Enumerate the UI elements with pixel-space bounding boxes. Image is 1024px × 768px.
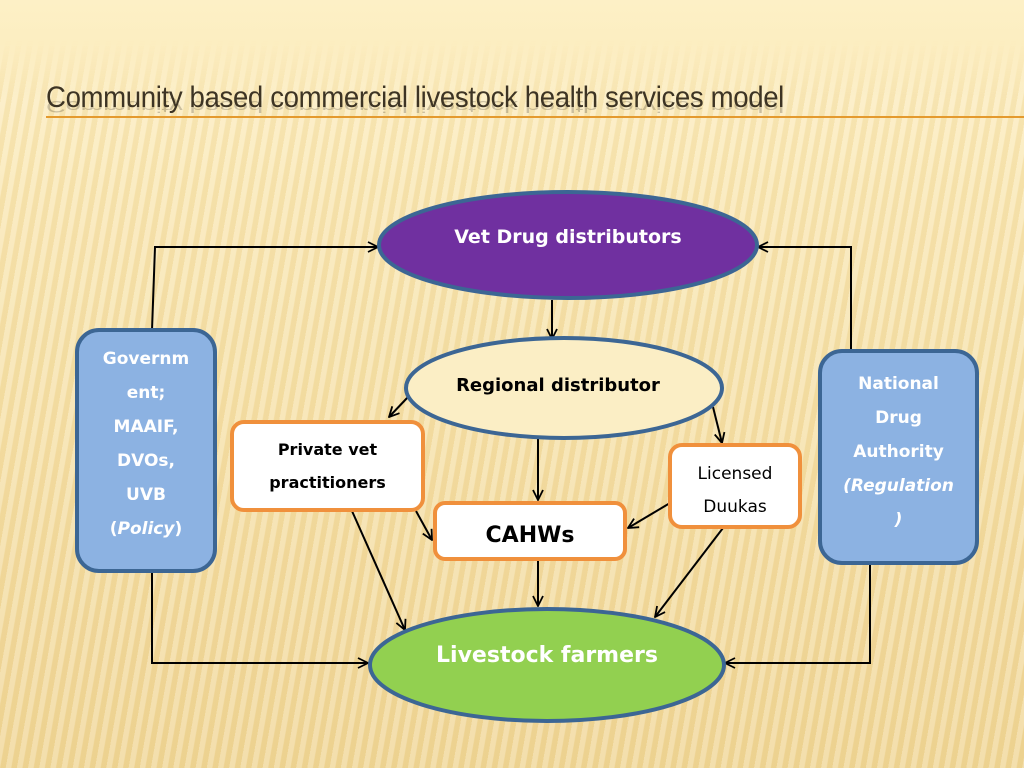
private-vet-line-2: practitioners: [269, 473, 386, 492]
regional-label: Regional distributor: [420, 370, 696, 400]
private-vet-line-1: Private vet: [277, 440, 378, 459]
government-line-3: MAAIF,: [113, 417, 179, 437]
regional-text: Regional distributor: [456, 374, 660, 396]
cahws-label: CAHWs: [437, 515, 623, 555]
government-line-5: UVB: [126, 485, 166, 505]
connectors: [151, 247, 871, 663]
slide-title: Community based commercial livestock hea…: [46, 81, 784, 114]
nda-line-2: Drug: [875, 408, 922, 428]
edge-regional-to-duukas: [712, 406, 722, 443]
government-policy-text: Policy: [117, 519, 175, 539]
government-line-2: ent;: [126, 383, 166, 403]
edge-nda-to-vet-drug: [758, 247, 852, 352]
farmers-text: Livestock farmers: [436, 642, 658, 668]
node-licensed-duukas: [668, 443, 802, 529]
node-government: [75, 328, 217, 573]
title-container: Community based commercial livestock hea…: [46, 80, 848, 116]
node-livestock-farmers: [368, 607, 726, 723]
nda-regulation-line-1: (Regulation: [843, 476, 954, 496]
node-private-vet: [230, 420, 425, 512]
node-vet-drug-distributors: [377, 190, 759, 300]
government-policy-note: (Policy): [109, 519, 183, 539]
nda-line-3: Authority: [853, 442, 944, 462]
edge-private-vet-to-farmers: [351, 510, 405, 630]
vet-drug-label: Vet Drug distributors: [400, 222, 736, 252]
title-underline: [46, 116, 1024, 118]
duukas-line-1: Licensed: [697, 464, 773, 484]
vet-drug-text: Vet Drug distributors: [454, 226, 682, 248]
cahws-text: CAHWs: [485, 522, 575, 548]
edge-regional-to-private-vet: [389, 396, 409, 417]
node-cahws: [433, 501, 627, 561]
government-label: Governm ent; MAAIF, DVOs, UVB (Policy): [80, 342, 212, 560]
edge-private-vet-to-cahws: [415, 510, 432, 540]
edge-government-to-farmers: [151, 571, 368, 663]
edge-government-to-vet-drug: [151, 247, 378, 331]
edge-duukas-to-cahws: [628, 502, 671, 528]
nda-label: National Drug Authority (Regulation ): [823, 367, 974, 547]
government-line-1: Governm: [102, 349, 190, 369]
private-vet-label: Private vet practitioners: [234, 432, 421, 500]
nda-line-1: National: [858, 374, 939, 394]
farmers-label: Livestock farmers: [400, 638, 694, 672]
duukas-label: Licensed Duukas: [672, 458, 798, 518]
duukas-line-2: Duukas: [703, 497, 767, 517]
nda-regulation-line-2: ): [894, 510, 903, 530]
government-line-4: DVOs,: [117, 451, 175, 471]
node-regional-distributor: [404, 336, 724, 440]
edge-nda-to-farmers: [725, 563, 871, 663]
edge-duukas-to-farmers: [655, 527, 724, 617]
node-national-drug-authority: [818, 349, 979, 565]
